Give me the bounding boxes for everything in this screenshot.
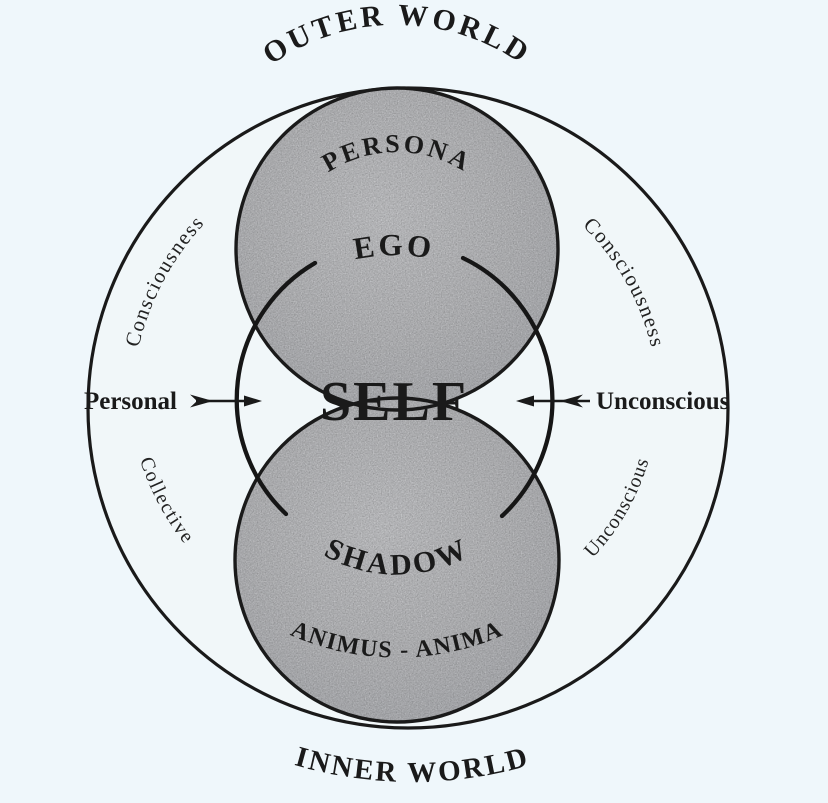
personal-arrow-barb-head	[190, 394, 213, 408]
unconscious-circle-outline	[233, 396, 561, 724]
inner-world-text: INNER WORLD	[292, 741, 531, 789]
self-label: SELF	[320, 371, 468, 433]
unconscious-arrow-tip-head	[516, 395, 534, 407]
ego-text: EGO	[351, 227, 433, 266]
outer-world-label: OUTER WORLD	[257, 0, 537, 71]
consciousness-circle-fill	[236, 88, 558, 410]
unconscious-circle-fill	[235, 398, 559, 722]
personal-arrow	[190, 394, 262, 408]
personal-label: Personal	[84, 388, 177, 415]
unconscious-arrow	[516, 394, 590, 408]
shaded-regions	[235, 88, 559, 722]
personal-arrow-tip-head	[244, 395, 262, 407]
inner-world-label: INNER WORLD	[292, 741, 533, 789]
self-circle-right-arc	[460, 255, 555, 519]
self-circle-left-arc	[234, 260, 318, 517]
unconscious-label: Unconscious	[596, 388, 730, 415]
consciousness-circle-outline	[234, 86, 560, 412]
unconscious-arrow-barb-head	[560, 394, 583, 408]
ego-label: EGO	[351, 227, 436, 266]
outer-world-text: OUTER WORLD	[257, 0, 534, 71]
